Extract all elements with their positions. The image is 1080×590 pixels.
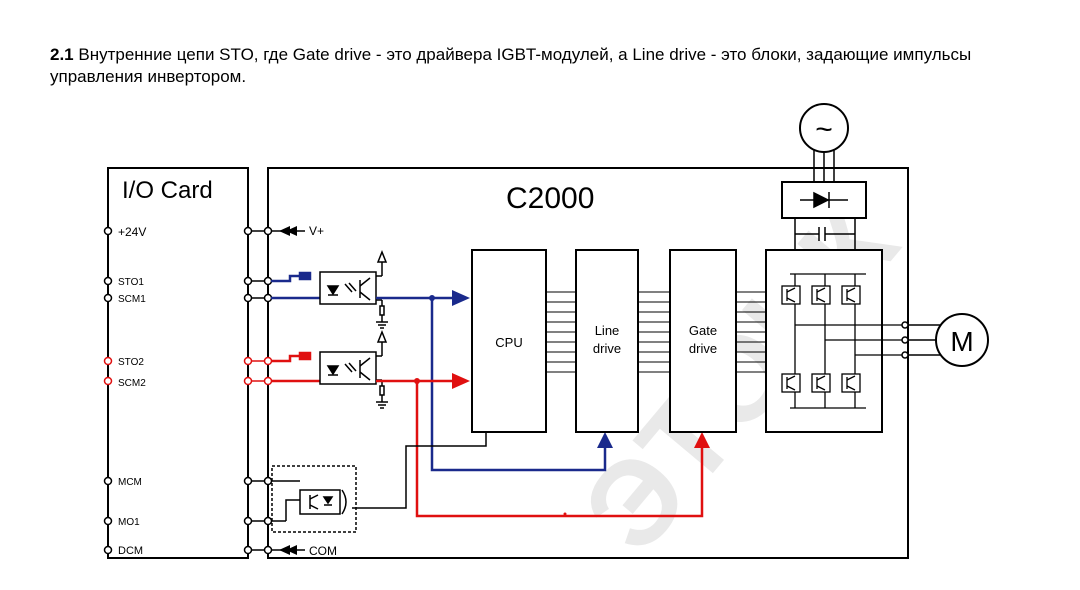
bus-gate-inverter	[736, 291, 766, 373]
bus-cpu-line	[546, 291, 576, 373]
igbt-bridge	[781, 273, 902, 409]
ac-source-symbol: ~	[815, 113, 833, 146]
terminal-sto1: STO1	[103, 276, 144, 288]
gate-drive-label-2: drive	[689, 341, 717, 356]
stray-dot	[563, 512, 567, 516]
line-drive-block	[575, 249, 639, 433]
line-drive-label-2: drive	[593, 341, 621, 356]
sto2-optocoupler	[319, 329, 388, 409]
terminal-mo1: MO1	[103, 516, 140, 528]
terminal-label-mo1: MO1	[118, 517, 140, 528]
terminal-dcm: DCM	[103, 545, 143, 557]
terminal-p24v: +24V	[103, 225, 146, 239]
gate-drive-block	[669, 249, 737, 433]
caption-number: 2.1	[50, 45, 74, 64]
terminal-label-mcm: MCM	[118, 477, 142, 488]
io-card-title: I/O Card	[122, 177, 213, 204]
figure-caption: 2.1 Внутренние цепи STO, где Gate drive …	[50, 44, 1060, 88]
diode-icon	[800, 191, 848, 209]
sto2-arrow-gate-drive	[694, 432, 710, 448]
terminal-label-sto2: STO2	[118, 357, 144, 368]
terminal-label-scm1: SCM1	[118, 294, 146, 305]
vplus-supply: V+	[271, 224, 324, 238]
terminal-label-scm2: SCM2	[118, 378, 146, 389]
sto1-channel	[271, 271, 320, 300]
mo1-output-circuit	[271, 432, 487, 533]
gate-drive-label-1: Gate	[689, 323, 717, 338]
motor-connection	[901, 321, 940, 359]
controller-title: C2000	[506, 182, 594, 215]
sto1-optocoupler	[319, 249, 388, 329]
motor-icon	[935, 313, 989, 367]
cpu-block	[471, 249, 547, 433]
com-label: COM	[309, 544, 337, 558]
sto2-channel	[271, 351, 320, 383]
inverter-block	[765, 249, 883, 433]
terminal-label-sto1: STO1	[118, 277, 144, 288]
terminal-sto2: STO2	[103, 356, 144, 368]
sto1-arrow-cpu	[452, 290, 470, 306]
terminal-scm1: SCM1	[103, 293, 146, 305]
com-supply: COM	[271, 544, 337, 558]
sto1-signal	[376, 296, 607, 472]
connector-dots	[243, 226, 273, 555]
bus-line-gate	[638, 291, 670, 373]
line-drive-label-1: Line	[595, 323, 620, 338]
terminal-label-p24v: +24V	[118, 225, 146, 239]
cpu-label: CPU	[495, 335, 522, 350]
caption-text: Внутренние цепи STO, где Gate drive - эт…	[50, 45, 972, 86]
terminal-scm2: SCM2	[103, 376, 146, 389]
terminal-label-dcm: DCM	[118, 545, 143, 557]
motor-label: M	[950, 326, 973, 357]
sto1-arrow-line-drive	[597, 432, 613, 448]
capacitor-icon	[794, 218, 856, 250]
terminal-mcm: MCM	[103, 476, 142, 488]
ac-source-icon	[799, 103, 849, 153]
ac-supply-lines	[813, 150, 835, 182]
sto2-arrow-cpu	[452, 373, 470, 389]
vplus-label: V+	[309, 224, 324, 238]
